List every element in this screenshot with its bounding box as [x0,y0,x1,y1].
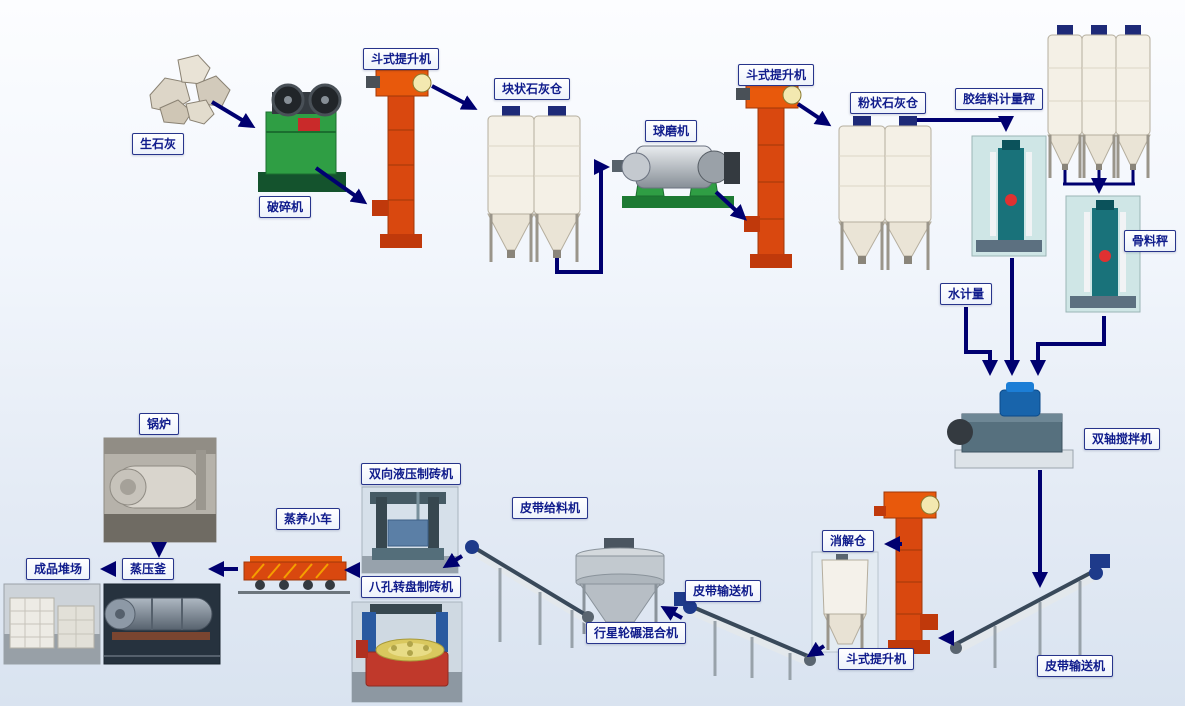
jaw-crusher [258,83,346,192]
arrow-powder-silo-to-binder-scale [917,116,1014,132]
aggregate-scale-unit [1065,195,1141,313]
label-quicklime: 生石灰 [131,133,185,155]
powder-lime-silos [838,116,932,270]
arrow-conveyor-to-planetary-mixer [660,606,683,621]
belt-conveyor-right-unit [950,554,1110,668]
label-belt-feeder: 皮带给料机 [511,497,589,519]
hydraulic-brick-press-photo [361,486,459,574]
label-aggregate-scale: 骨料秤 [1123,230,1177,252]
arrow-feeder-to-brick-press [442,552,464,569]
label-binder-metering-scale: 胶结料计量秤 [954,88,1044,110]
arrow-ball-mill-to-elevator2 [714,190,747,221]
label-belt-conveyor-right: 皮带输送机 [1036,655,1114,677]
arrow-digestion-silo-to-conveyor [806,641,826,658]
bucket-elevator-1 [366,69,432,248]
label-crusher: 破碎机 [258,196,312,218]
belt-conveyor-mid-unit [674,592,816,680]
label-hydraulic-brick-press: 双向液压制砖机 [360,463,462,485]
arrow-elevator2-to-powder-silo [796,102,832,127]
lump-lime-silos [487,106,581,262]
label-water-metering: 水计量 [939,283,993,305]
label-rotary-brick-press: 八孔转盘制砖机 [360,576,462,598]
silo-bus-lines [1063,170,1135,186]
label-digestion-silo: 消解仓 [821,530,875,552]
arrow-water-to-mixer [964,307,998,376]
autoclave-photo [103,583,221,665]
bucket-elevator-3 [874,491,940,654]
label-lump-lime-silo: 块状石灰仓 [493,78,571,100]
label-bucket-elevator-2: 斗式提升机 [737,64,815,86]
label-ball-mill: 球磨机 [644,120,698,142]
label-bucket-elevator-1: 斗式提升机 [362,48,440,70]
label-boiler: 锅炉 [138,413,180,435]
flow-arrows [100,84,1135,658]
arrow-aggregate-scale-to-mixer [1030,316,1106,376]
storage-silos-triple [1047,25,1151,178]
binder-metering-scale-unit [971,135,1047,257]
arrow-crusher-to-elevator1 [314,166,368,205]
label-planetary-pan-mixer: 行星轮碾混合机 [585,622,687,644]
digestion-silo-vessel [811,551,879,653]
twin-shaft-mixer-unit [947,382,1074,469]
boiler-photo [103,437,217,543]
belt-feeder-unit [465,540,594,648]
ball-mill [612,145,740,208]
steam-curing-cart-unit [238,556,350,594]
arrow-elevator1-to-lump-silo [431,84,478,110]
label-bucket-elevator-3: 斗式提升机 [837,648,915,670]
label-product-yard: 成品堆场 [25,558,91,580]
arrow-lump-silo-to-ball-mill [555,159,610,274]
label-autoclave: 蒸压釜 [121,558,175,580]
bucket-elevator-2 [736,81,802,268]
label-belt-conveyor-mid: 皮带输送机 [684,580,762,602]
limestone-rock-pile [149,54,231,125]
arrow-quicklime-to-crusher [210,100,256,129]
label-twin-shaft-mixer: 双轴搅拌机 [1083,428,1161,450]
label-steam-curing-cart: 蒸养小车 [275,508,341,530]
finished-product-yard-photo [3,583,101,665]
rotary-brick-press-photo [351,601,463,703]
label-powder-lime-silo: 粉状石灰仓 [849,92,927,114]
